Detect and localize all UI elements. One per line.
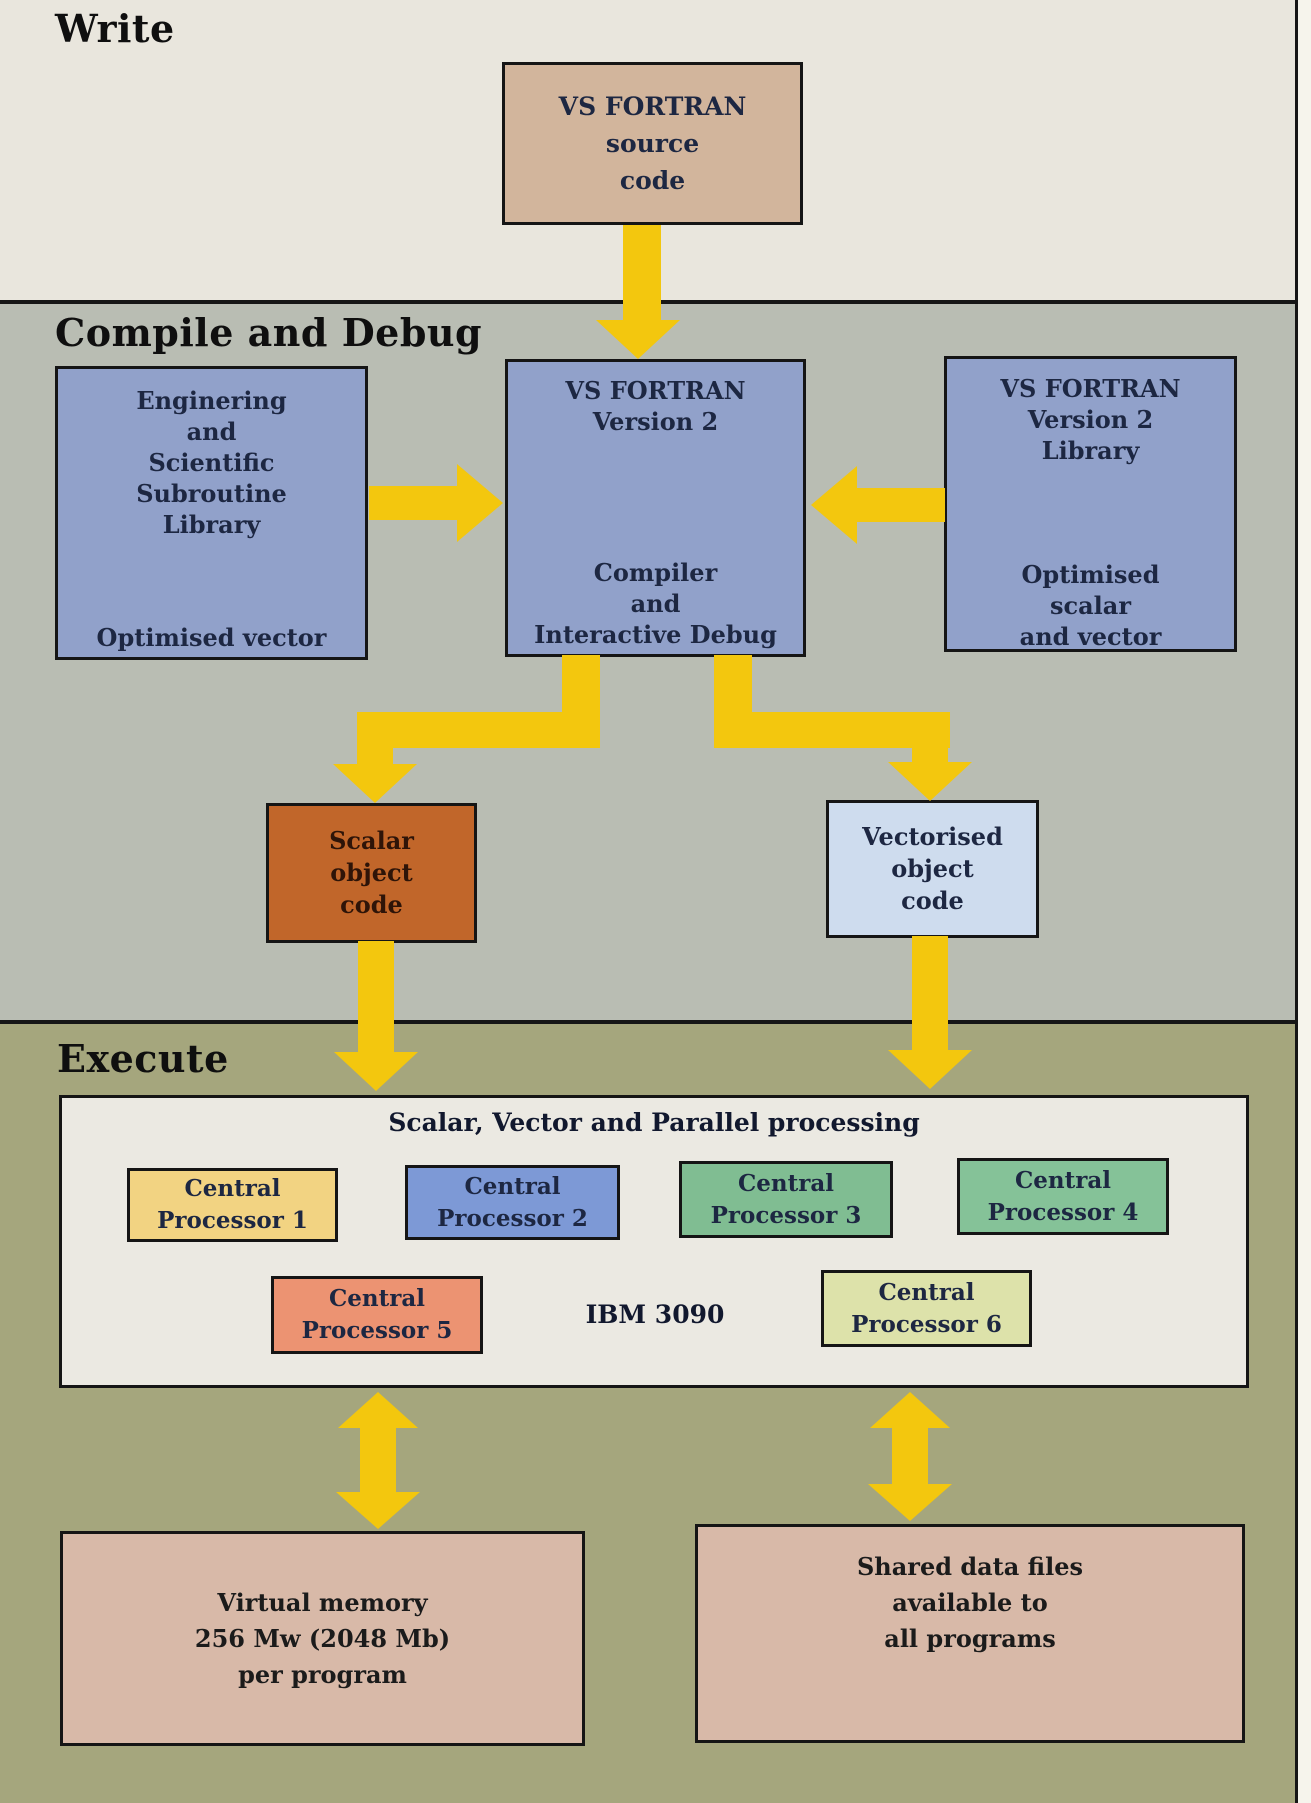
central-processor-1-box: Central Processor 1 [127, 1168, 338, 1242]
library-line: Optimised [1021, 560, 1160, 589]
shared-data-line: available to [892, 1588, 1048, 1617]
virtual-memory-box: Virtual memory 256 Mw (2048 Mb) per prog… [60, 1531, 585, 1746]
library-line: and vector [1019, 622, 1162, 651]
central-processor-4-box: Central Processor 4 [957, 1158, 1169, 1235]
library-box: VS FORTRAN Version 2 Library Optimised s… [944, 356, 1237, 652]
cp-line: Processor 5 [301, 1317, 453, 1344]
cp-line: Processor 3 [710, 1201, 862, 1229]
section-title-compile-debug: Compile and Debug [55, 310, 483, 355]
compiler-line: Version 2 [592, 407, 719, 436]
source-code-line: code [619, 166, 686, 195]
essl-line: Library [162, 510, 261, 539]
compiler-bottom-text: Compiler and Interactive Debug [508, 557, 803, 650]
central-processor-6-box: Central Processor 6 [821, 1270, 1032, 1347]
essl-line: Subroutine [136, 479, 287, 508]
essl-line: Enginering [136, 386, 287, 415]
essl-line: and [186, 417, 237, 446]
shared-data-line: Shared data files [856, 1552, 1084, 1581]
compiler-line: VS FORTRAN [565, 376, 746, 405]
library-line: Version 2 [1027, 405, 1154, 434]
library-line: Library [1041, 436, 1140, 465]
virtual-memory-line: per program [238, 1659, 407, 1689]
cp-line: Processor 2 [437, 1204, 588, 1232]
cp-line: Processor 4 [987, 1198, 1139, 1226]
vector-object-line: code [901, 886, 964, 915]
essl-top-text: Enginering and Scientific Subroutine Lib… [58, 385, 365, 540]
cp-line: Central [328, 1285, 426, 1312]
cp-line: Central [737, 1169, 835, 1197]
library-line: scalar [1050, 591, 1131, 620]
central-processor-3-box: Central Processor 3 [679, 1161, 893, 1238]
compiler-top-text: VS FORTRAN Version 2 [508, 375, 803, 437]
mainframe-title: Scalar, Vector and Parallel processing [388, 1108, 920, 1137]
vector-object-line: object [891, 854, 974, 883]
source-code-line: VS FORTRAN [558, 92, 747, 121]
cp-line: Central [464, 1172, 561, 1200]
scalar-object-line: Scalar [329, 826, 414, 855]
compiler-line: Interactive Debug [534, 620, 777, 649]
compiler-box: VS FORTRAN Version 2 Compiler and Intera… [505, 359, 806, 657]
compiler-line: Compiler [593, 558, 718, 587]
virtual-memory-line: Virtual memory [217, 1587, 428, 1617]
scalar-object-line: code [340, 890, 403, 919]
essl-line: Scientific [148, 448, 275, 477]
central-processor-5-box: Central Processor 5 [271, 1276, 483, 1354]
section-title-write: Write [55, 6, 175, 51]
cp-line: Processor 1 [157, 1207, 308, 1234]
shared-data-files-box: Shared data files available to all progr… [695, 1524, 1245, 1743]
library-line: VS FORTRAN [1000, 374, 1181, 403]
source-code-box: VS FORTRAN source code [502, 62, 803, 225]
vectorised-object-code-box: Vectorised object code [826, 800, 1039, 938]
cp-line: Processor 6 [851, 1310, 1002, 1338]
section-title-execute: Execute [57, 1036, 229, 1081]
scalar-object-code-box: Scalar object code [266, 803, 477, 943]
compiler-line: and [630, 589, 681, 618]
scalar-object-line: object [330, 858, 413, 887]
library-bottom-text: Optimised scalar and vector [947, 559, 1234, 652]
cp-line: Central [184, 1175, 281, 1202]
virtual-memory-line: 256 Mw (2048 Mb) [194, 1623, 451, 1653]
cp-line: Central [1014, 1166, 1112, 1194]
central-processor-2-box: Central Processor 2 [405, 1165, 620, 1240]
vector-object-line: Vectorised [862, 822, 1003, 851]
essl-box: Enginering and Scientific Subroutine Lib… [55, 366, 368, 660]
cp-line: Central [878, 1278, 975, 1306]
library-top-text: VS FORTRAN Version 2 Library [947, 373, 1234, 466]
shared-data-line: all programs [884, 1624, 1056, 1653]
essl-line: Optimised vector [96, 623, 327, 652]
source-code-line: source [605, 129, 700, 158]
mainframe-label: IBM 3090 [585, 1300, 725, 1329]
essl-bottom-text: Optimised vector [58, 622, 365, 653]
